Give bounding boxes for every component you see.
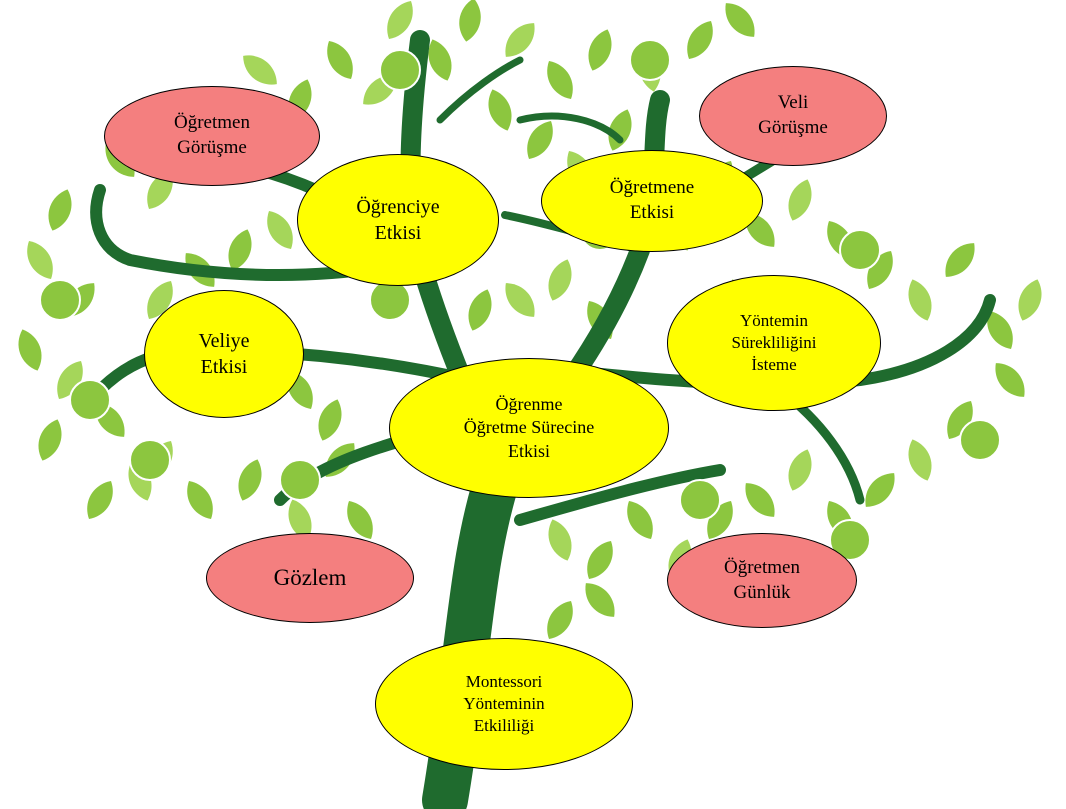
veli-gorusme-node: Veli Görüşme (699, 66, 887, 166)
leaf (608, 109, 632, 151)
veliye-etkisi-node: Veliye Etkisi (144, 290, 304, 418)
yontemin-surekliligini-node: Yöntemin Sürekliliğini İsteme (667, 275, 881, 411)
leaf (347, 500, 373, 540)
leaf (995, 363, 1025, 397)
leaf (547, 600, 573, 640)
leaf (585, 583, 615, 617)
leaf (867, 250, 893, 290)
leaf (505, 283, 535, 317)
apple (839, 229, 881, 271)
veli-gorusme-label: Veli Görüşme (758, 92, 828, 138)
leaf (428, 39, 452, 81)
ogrenciye-etkisi-node: Öğrenciye Etkisi (297, 154, 499, 286)
leaf (745, 483, 775, 517)
ogretmen-gorusme-node: Öğretmen Görüşme (104, 86, 320, 186)
leaf (147, 280, 173, 320)
ogretmen-gorusme-label: Öğretmen Görüşme (174, 112, 250, 158)
montessori-label: Montessori Yönteminin Etkililiği (463, 671, 545, 736)
leaf (288, 499, 312, 541)
apple (379, 49, 421, 91)
leaf (238, 459, 262, 501)
ogrenme-ogretme-label: Öğrenme Öğretme Sürecine Etkisi (463, 393, 595, 461)
apple (959, 419, 1001, 461)
apple (279, 459, 321, 501)
leaf (587, 540, 613, 580)
leaf (687, 20, 713, 60)
leaf (947, 400, 973, 440)
apple (369, 279, 411, 321)
apple (629, 39, 671, 81)
leaf (588, 29, 612, 71)
leaf (187, 480, 213, 520)
leaf (725, 3, 755, 37)
leaf (1018, 279, 1042, 321)
leaf (38, 419, 62, 461)
leaf (547, 60, 573, 100)
leaf (788, 449, 812, 491)
leaf (908, 279, 932, 321)
leaf (548, 259, 572, 301)
veliye-etkisi-label: Veliye Etkisi (198, 330, 250, 378)
apple (829, 519, 871, 561)
ogrenciye-etkisi-label: Öğrenciye Etkisi (356, 196, 440, 244)
apple (69, 379, 111, 421)
leaf (318, 399, 342, 441)
leaf (327, 40, 353, 80)
leaf (48, 189, 72, 231)
leaf (527, 120, 553, 160)
leaf (87, 480, 113, 520)
leaf (57, 360, 83, 400)
apple (39, 279, 81, 321)
leaf (18, 329, 42, 371)
leaf (945, 243, 975, 277)
leaf (505, 23, 535, 57)
apple (129, 439, 171, 481)
leaf (27, 240, 53, 280)
leaf (548, 519, 572, 561)
apple (679, 479, 721, 521)
leaf (387, 0, 413, 40)
ogretmene-etkisi-label: Öğretmene Etkisi (609, 177, 695, 223)
leaf (987, 310, 1013, 350)
leaf (468, 289, 492, 331)
leaf (459, 0, 481, 42)
leaf (865, 473, 895, 507)
leaf (228, 229, 252, 271)
leaf (908, 439, 932, 481)
yontemin-surekliligini-label: Yöntemin Sürekliliğini İsteme (731, 310, 817, 375)
leaf (267, 210, 293, 250)
ogretmen-gunluk-node: Öğretmen Günlük (667, 533, 857, 628)
ogretmen-gunluk-label: Öğretmen Günlük (724, 556, 800, 603)
ogrenme-ogretme-node: Öğrenme Öğretme Sürecine Etkisi (389, 358, 669, 498)
leaf (488, 89, 512, 131)
leaf (243, 55, 277, 85)
leaf (627, 500, 653, 540)
gozlem-label: Gözlem (273, 565, 347, 591)
leaf (788, 179, 812, 221)
ogretmene-etkisi-node: Öğretmene Etkisi (541, 150, 763, 252)
leaf (707, 500, 733, 540)
gozlem-node: Gözlem (206, 533, 414, 623)
montessori-node: Montessori Yönteminin Etkililiği (375, 638, 633, 770)
